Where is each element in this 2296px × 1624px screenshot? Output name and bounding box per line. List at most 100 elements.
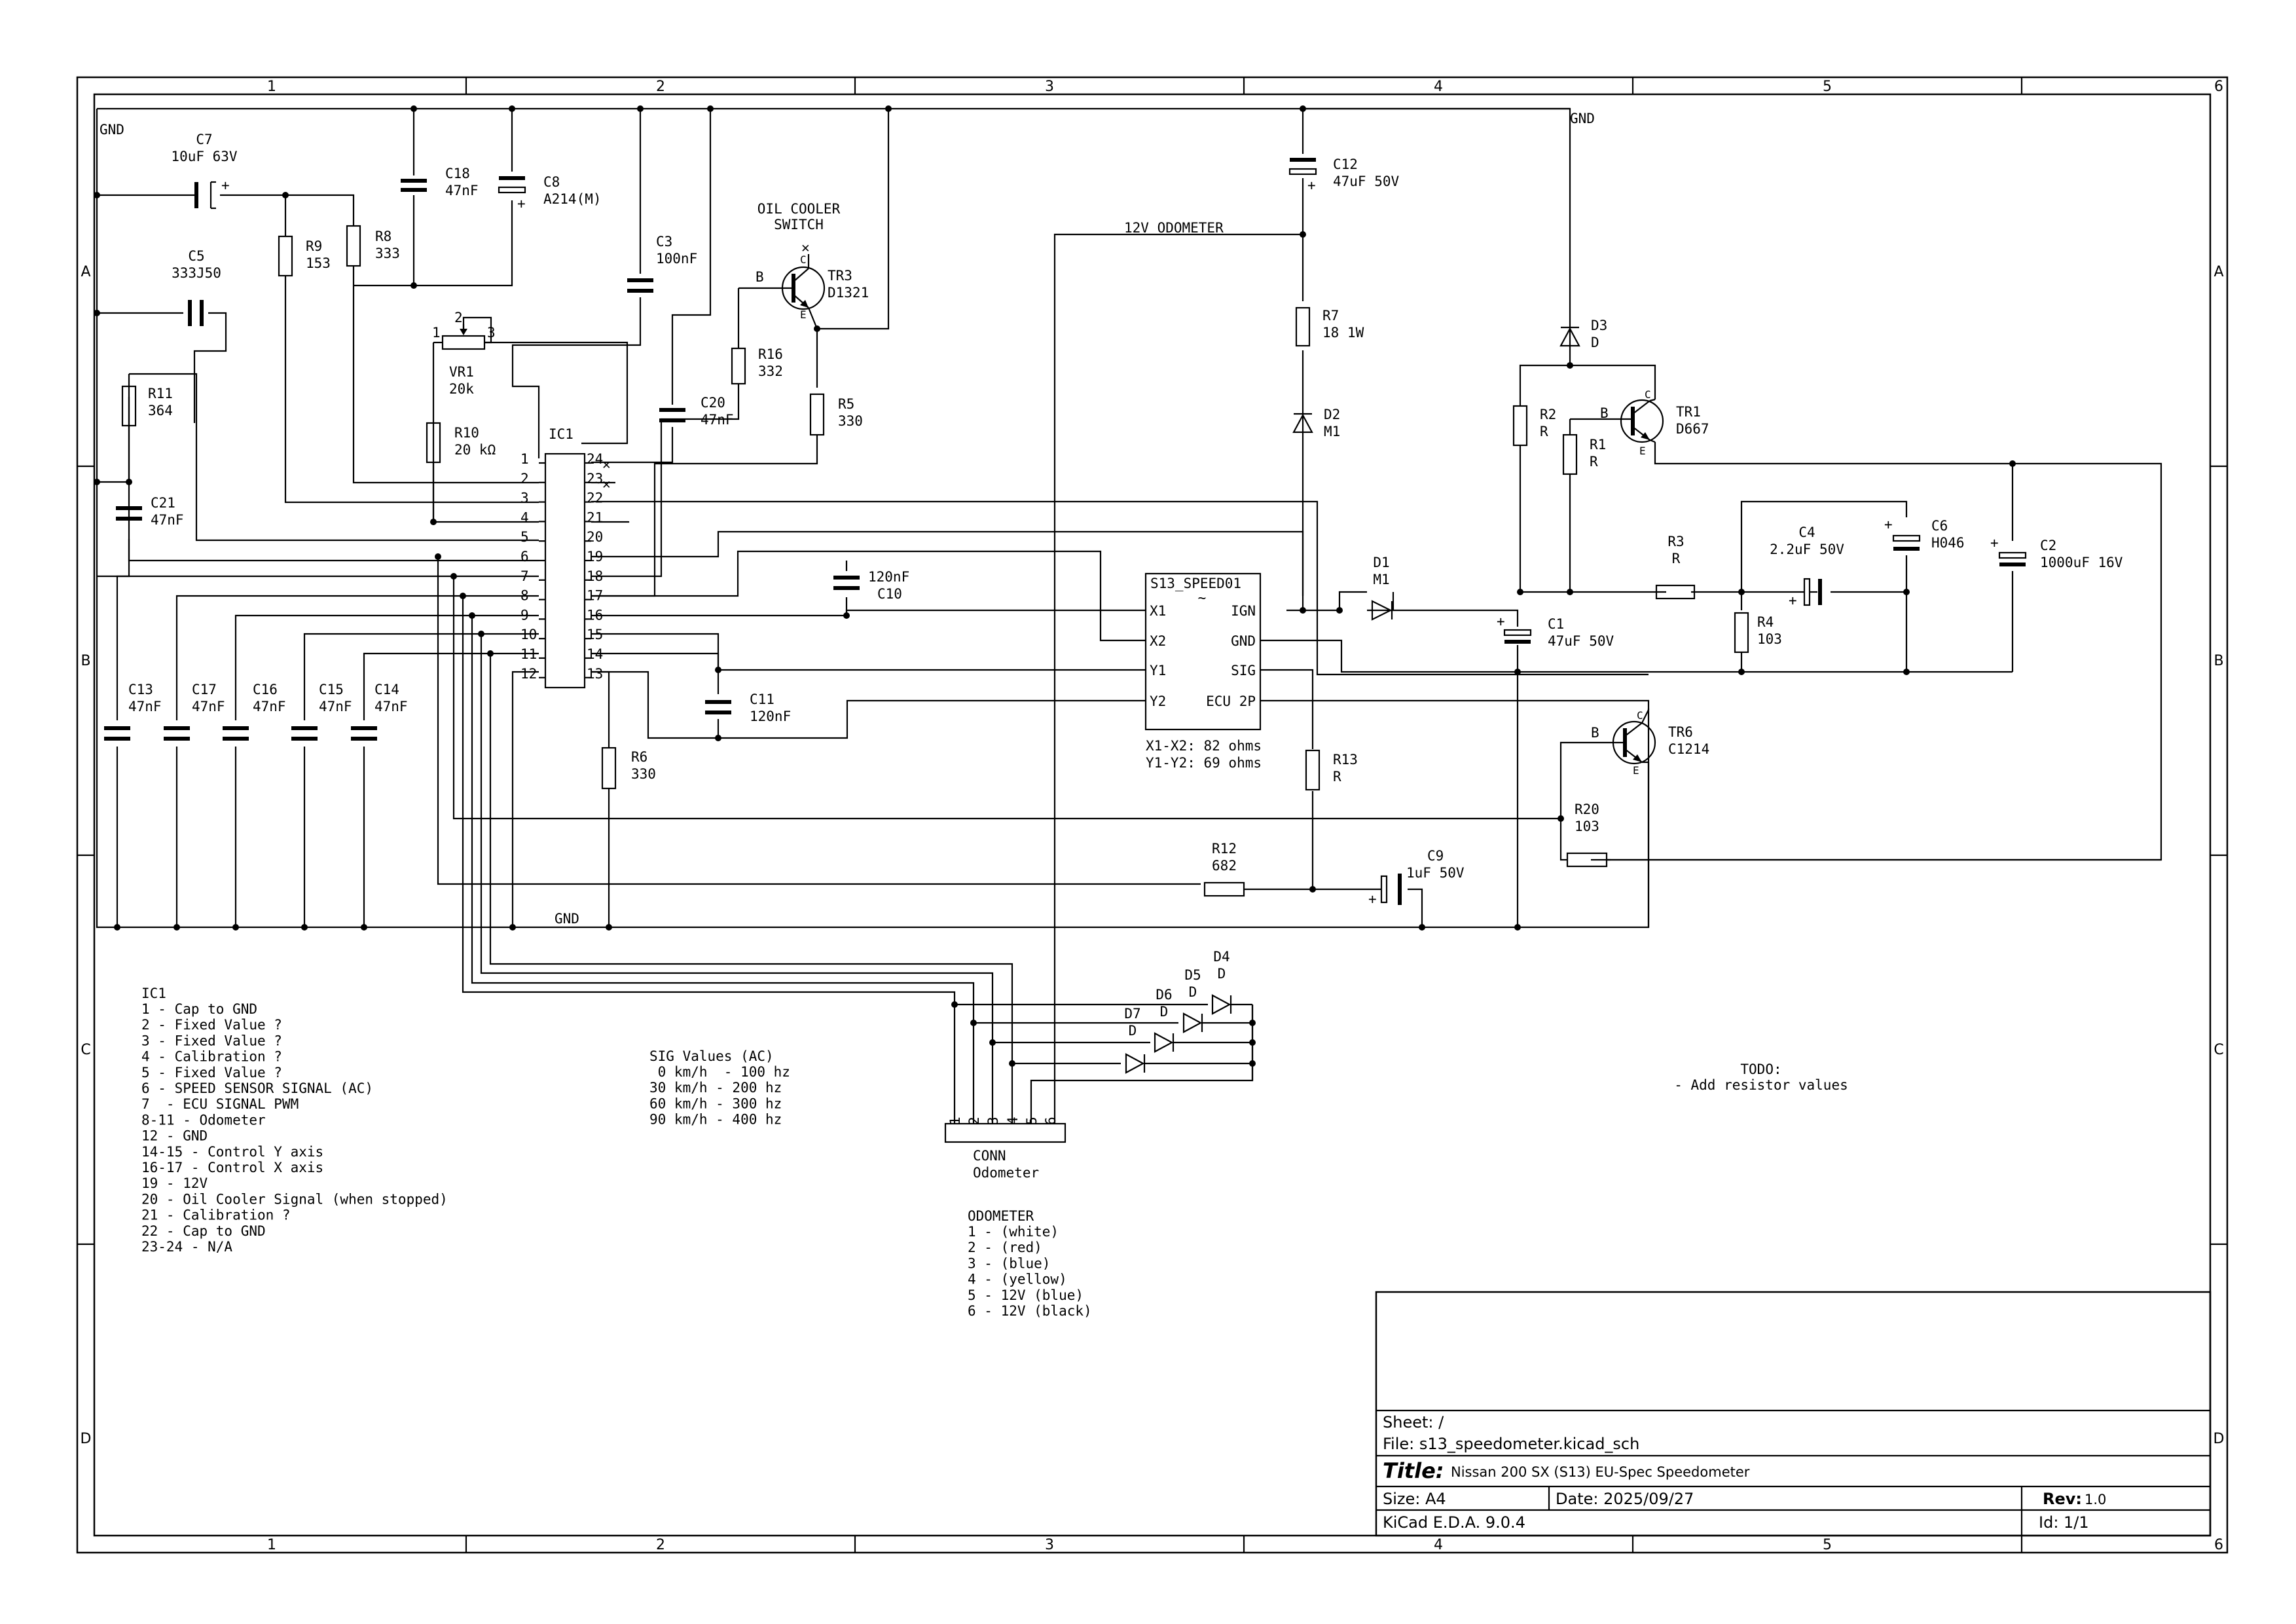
ic1-note-line: 8-11 - Odometer <box>141 1112 266 1128</box>
ic1-notes-header: IC1 <box>141 986 166 1001</box>
ic1-pin-left: 9 <box>520 607 529 623</box>
c12-ref: C12 <box>1333 157 1358 172</box>
d2-value: M1 <box>1324 424 1340 439</box>
resistor-r4: R4 103 <box>1734 612 1782 654</box>
c11-ref: C11 <box>750 692 774 707</box>
r20-value: 103 <box>1575 819 1599 834</box>
ic1-note-line: 4 - Calibration ? <box>141 1049 282 1065</box>
tr6-pin-b: B <box>1591 725 1599 741</box>
resistor-r20: R20 103 <box>1566 802 1608 868</box>
zone-col-label: 1 <box>267 79 276 95</box>
capacitor-c5: C5 333J50 <box>172 248 221 326</box>
c15-ref: C15 <box>319 682 344 697</box>
zone-row-label: A <box>81 264 90 280</box>
resistor-r2: R2 R <box>1512 405 1556 447</box>
ic1-note-line: 20 - Oil Cooler Signal (when stopped) <box>141 1191 448 1207</box>
ic1-note-line: 16-17 - Control X axis <box>141 1160 323 1175</box>
ic1-pin-left: 11 <box>520 646 537 662</box>
module-pin-ign: IGN <box>1231 603 1256 619</box>
r4-value: 103 <box>1757 631 1782 647</box>
r3-ref: R3 <box>1667 534 1684 549</box>
transistor-tr1: B C E TR1 D667 <box>1600 388 1709 457</box>
transistor-tr6: B C E TR6 C1214 <box>1591 709 1709 777</box>
r8-ref: R8 <box>375 229 392 244</box>
zone-col-label: 3 <box>1045 79 1054 95</box>
capacitor-c15: C15 47nF <box>291 682 352 741</box>
title-date: Date: 2025/09/27 <box>1556 1490 1694 1508</box>
ic1-pin-right: 13 <box>587 666 603 682</box>
svg-text:+: + <box>1497 614 1505 629</box>
title-rev: 1.0 <box>2085 1492 2106 1507</box>
r13-ref: R13 <box>1333 752 1358 767</box>
module-resistance: Y1-Y2: 69 ohms <box>1146 755 1262 771</box>
tr6-pin-c: C <box>1637 709 1643 722</box>
d5-ref: D5 <box>1184 967 1201 983</box>
sheet-frame: 1 2 3 4 5 6 1 2 3 4 5 6 A B C D A B C D <box>76 76 2229 1554</box>
r4-ref: R4 <box>1757 614 1774 630</box>
tr1-pin-b: B <box>1600 405 1609 421</box>
module-s13-speed01: S13_SPEED01 ~ X1 X2 Y1 Y2 IGN GND SIG EC… <box>1144 572 1262 771</box>
capacitor-c8: + C8 A214(M) <box>498 174 602 212</box>
zone-row-label: D <box>81 1431 92 1447</box>
ic1-pin-right: 22 <box>587 490 603 506</box>
zone-col-label: 4 <box>1434 1537 1443 1553</box>
c3-ref: C3 <box>656 234 672 249</box>
c21-ref: C21 <box>151 495 175 511</box>
vr1-value: 20k <box>449 381 474 397</box>
r8-value: 333 <box>375 246 400 261</box>
title-file: File: s13_speedometer.kicad_sch <box>1383 1435 1639 1453</box>
odometer-note-line: 3 - (blue) <box>968 1255 1050 1271</box>
sig-notes-header: SIG Values (AC) <box>649 1048 774 1064</box>
resistor-r5: R5 330 <box>809 393 863 436</box>
diode-d2: D2 M1 <box>1292 407 1340 439</box>
r3-value: R <box>1672 551 1681 566</box>
resistor-r6: R6 330 <box>601 747 656 790</box>
svg-text:✕: ✕ <box>602 456 611 472</box>
d5-value: D <box>1189 984 1197 1000</box>
d7-ref: D7 <box>1124 1006 1140 1022</box>
d6-value: D <box>1160 1004 1169 1020</box>
title-sheet: Sheet: / <box>1383 1413 1444 1431</box>
r6-ref: R6 <box>631 749 647 765</box>
d1-ref: D1 <box>1373 555 1389 570</box>
c18-value: 47nF <box>445 183 479 198</box>
module-pin-y1: Y1 <box>1150 663 1166 678</box>
zone-col-label: 5 <box>1823 1537 1832 1553</box>
conn-pin-label: 4 <box>1005 1116 1021 1125</box>
module-ref: S13_SPEED01 <box>1150 576 1241 591</box>
todo-header: TODO: <box>1740 1061 1781 1077</box>
ic1-note-line: 23-24 - N/A <box>141 1239 232 1255</box>
r13-value: R <box>1333 769 1341 784</box>
d1-value: M1 <box>1373 572 1389 587</box>
module-pin-y2: Y2 <box>1150 693 1166 709</box>
c7-ref: C7 <box>196 132 212 147</box>
c17-ref: C17 <box>192 682 217 697</box>
capacitor-c14: C14 47nF <box>351 682 408 741</box>
capacitor-c18: C18 47nF <box>401 166 479 198</box>
r5-value: 330 <box>838 413 863 429</box>
conn-ref: CONN <box>973 1148 1006 1164</box>
vr1-ref: VR1 <box>449 364 474 380</box>
capacitor-c20: C20 47nF <box>659 395 734 428</box>
transistor-tr3: ✕ B C E TR3 D1321 OIL COOLER SWITCH <box>756 201 869 329</box>
title-rev-label: Rev: <box>2043 1490 2082 1508</box>
vr1-pin: 2 <box>454 310 463 325</box>
c17-value: 47nF <box>192 699 225 714</box>
zone-col-label: 2 <box>656 1537 665 1553</box>
capacitor-c11: C11 120nF <box>705 692 791 724</box>
r2-value: R <box>1540 424 1548 439</box>
conn-pin-label: 5 <box>1024 1116 1040 1125</box>
resistor-r13: R13 R <box>1305 749 1358 791</box>
diode-d5: D5 D <box>1182 967 1203 1033</box>
tr1-pin-e: E <box>1639 445 1646 457</box>
ic1-pin-left: 1 <box>520 451 529 467</box>
ic1-pin-right: 18 <box>587 568 603 584</box>
conn-pin-label: 1 <box>947 1116 963 1125</box>
todo-line: - Add resistor values <box>1674 1077 1848 1093</box>
ic1-note-line: 14-15 - Control Y axis <box>141 1144 323 1160</box>
c5-value: 333J50 <box>172 265 221 281</box>
title-text: Nissan 200 SX (S13) EU-Spec Speedometer <box>1451 1464 1750 1480</box>
odo-notes-header: ODOMETER <box>968 1208 1034 1224</box>
c13-value: 47nF <box>128 699 162 714</box>
